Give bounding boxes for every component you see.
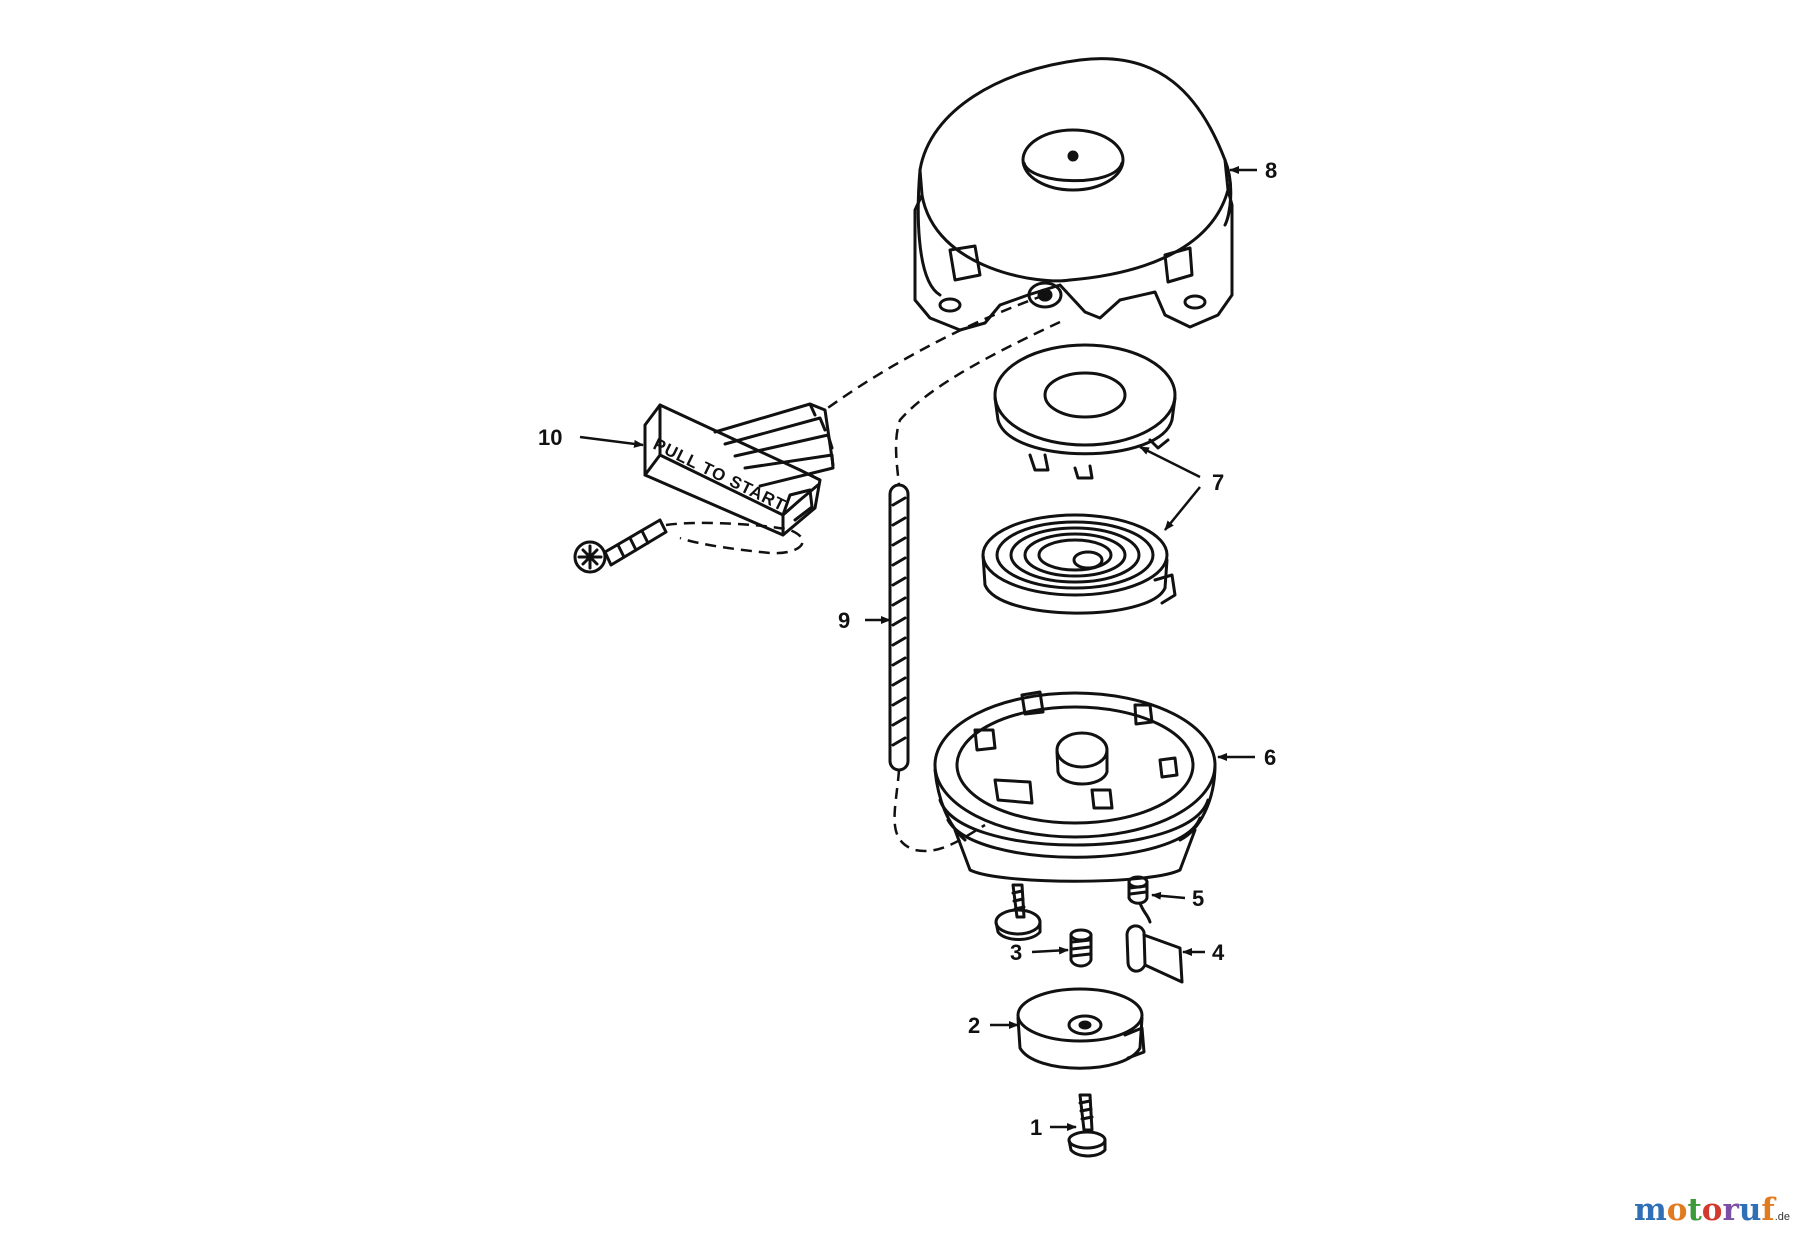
watermark-letter: r: [1722, 1192, 1739, 1228]
starter-rope: [888, 483, 910, 772]
callout-10: 10: [538, 425, 562, 450]
starter-housing: [913, 57, 1234, 332]
center-screw: [1067, 1093, 1107, 1158]
retainer-screw: [994, 883, 1042, 941]
callout-labels: 8 10 7 9 6 5 4 3 2 1: [538, 158, 1277, 1140]
watermark-letter: o: [1701, 1192, 1723, 1228]
watermark-text: motoruf: [1634, 1192, 1775, 1228]
starter-pawl: [1125, 924, 1184, 984]
callout-2: 2: [968, 1013, 980, 1038]
watermark-letter: u: [1738, 1192, 1762, 1228]
watermark-logo: motoruf.de: [1634, 1192, 1790, 1228]
rope-dashed-paths: [665, 293, 1061, 853]
callout-8: 8: [1265, 158, 1277, 183]
watermark-letter: f: [1761, 1192, 1775, 1228]
callout-6: 6: [1264, 745, 1276, 770]
handle-screw: [573, 518, 668, 574]
watermark-letter: m: [1633, 1192, 1667, 1228]
handle-label: PULL TO START: [650, 435, 789, 516]
watermark-letter: t: [1687, 1192, 1702, 1228]
recoil-spring: [981, 513, 1177, 615]
compression-spring: [1069, 928, 1093, 968]
watermark-letter: o: [1666, 1192, 1688, 1228]
callout-9: 9: [838, 608, 850, 633]
callout-4: 4: [1212, 940, 1225, 965]
callout-arrows: [579, 166, 1257, 1131]
watermark-suffix: .de: [1774, 1211, 1790, 1223]
spring-cover: [993, 343, 1177, 480]
callout-3: 3: [1010, 940, 1022, 965]
retainer-cup: [1016, 987, 1146, 1070]
callout-5: 5: [1192, 886, 1204, 911]
starter-handle: [643, 402, 835, 537]
rope-pulley: [933, 690, 1217, 883]
callout-7: 7: [1212, 470, 1224, 495]
callout-1: 1: [1030, 1115, 1042, 1140]
pawl-spring: [1127, 875, 1152, 924]
